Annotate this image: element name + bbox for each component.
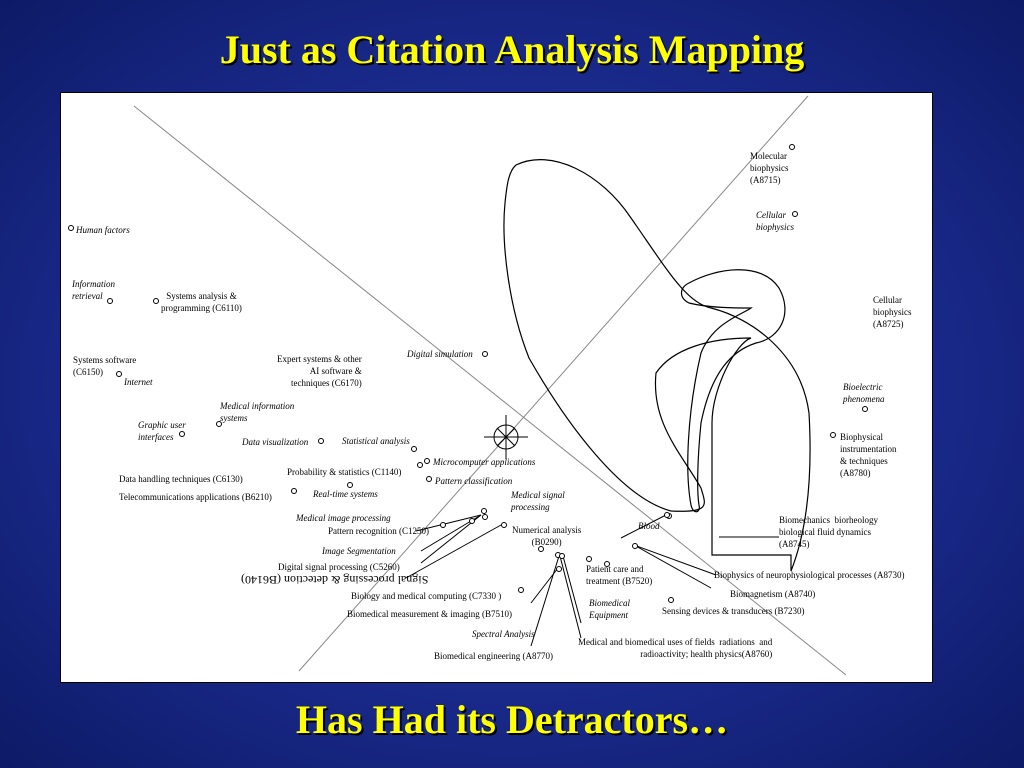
label-sensing-devices: Sensing devices & transducers (B7230)	[662, 606, 805, 616]
slide-subtitle: Has Had its Detractors…	[295, 697, 729, 742]
label-expert-systems: Expert systems & other AI software & tec…	[277, 354, 362, 388]
label-image-segmentation: Image Segmentation	[322, 546, 396, 556]
label-biomagnetism: Biomagnetism (A8740)	[730, 589, 816, 599]
label-digital-signal-processing: Digital signal processing (C5260)	[278, 562, 400, 572]
label-digital-simulation: Digital simulation	[407, 349, 473, 359]
cluster-outline-inner	[680, 269, 786, 513]
slide-title: Just as Citation Analysis Mapping	[219, 27, 805, 72]
label-molecular-biophysics: Molecular biophysics (A8715)	[750, 151, 789, 185]
node-markers	[68, 144, 868, 603]
label-biomedical-measurement: Biomedical measurement & imaging (B7510)	[347, 609, 512, 619]
label-biology-medical-computing: Biology and medical computing (C7330 )	[351, 591, 502, 601]
label-data-handling: Data handling techniques (C6130)	[119, 474, 243, 484]
label-systems-software: Systems software (C6150)	[73, 355, 137, 377]
label-neurophysiological-processes: Biophysics of neurophysiological process…	[714, 570, 905, 580]
axis-line-descending	[133, 105, 847, 676]
citation-map-graphic	[68, 95, 868, 676]
label-probability-statistics: Probability & statistics (C1140)	[287, 467, 402, 477]
label-signal-processing-detection: Signal processing & detection (B6140)	[241, 573, 429, 587]
label-biomedical-engineering: Biomedical engineering (A8770)	[434, 651, 553, 661]
label-statistical-analysis: Statistical analysis	[342, 436, 410, 446]
label-bioelectric-phenomena: Bioelectric phenomena	[843, 382, 885, 404]
label-biomechanics: Biomechanics biorheology biological flui…	[779, 515, 878, 549]
label-internet: Internet	[124, 377, 153, 387]
label-graphic-user-interfaces: Graphic user interfaces	[138, 420, 186, 442]
label-information-retrieval: Information retrieval	[72, 279, 116, 301]
label-real-time-systems: Real-time systems	[313, 489, 378, 499]
axis-line-ascending	[298, 95, 809, 672]
cluster-outline-outer	[503, 159, 811, 572]
label-pattern-classification: Pattern classification	[435, 476, 513, 486]
label-patient-care: Patient care and treatment (B7520)	[586, 564, 653, 586]
label-pattern-recognition: Pattern recognition (C1250)	[328, 526, 429, 536]
label-biophysical-instrumentation: Biophysical instrumentation & techniques…	[840, 432, 897, 478]
label-microcomputer-applications: Microcomputer applications	[433, 457, 536, 467]
label-medical-image-processing: Medical image processing	[296, 513, 391, 523]
label-medical-information-systems: Medical information systems	[220, 401, 295, 423]
label-systems-analysis: Systems analysis & programming (C6110)	[161, 291, 242, 313]
connector-lines	[405, 514, 779, 647]
citation-map-panel: Human factors Information retrieval Syst…	[60, 92, 933, 683]
label-biomedical-equipment: Biomedical Equipment	[589, 598, 630, 620]
label-cellular-biophysics: Cellular biophysics (A8725)	[873, 295, 912, 329]
label-human-factors: Human factors	[76, 225, 130, 235]
label-medical-fields-radiations: Medical and biomedical uses of fields ra…	[578, 637, 773, 659]
label-medical-signal-processing: Medical signal processing	[511, 490, 565, 512]
center-crosshair-icon	[484, 415, 528, 459]
label-cellular-biophysics-italic: Cellular biophysics	[756, 210, 794, 232]
label-numerical-analysis: Numerical analysis (B0290)	[512, 525, 582, 547]
label-blood: Blood	[638, 521, 660, 531]
label-data-visualization: Data visualization	[242, 437, 309, 447]
label-telecommunications-applications: Telecommunications applications (B6210)	[119, 492, 272, 502]
label-spectral-analysis: Spectral Analysis	[472, 629, 535, 639]
